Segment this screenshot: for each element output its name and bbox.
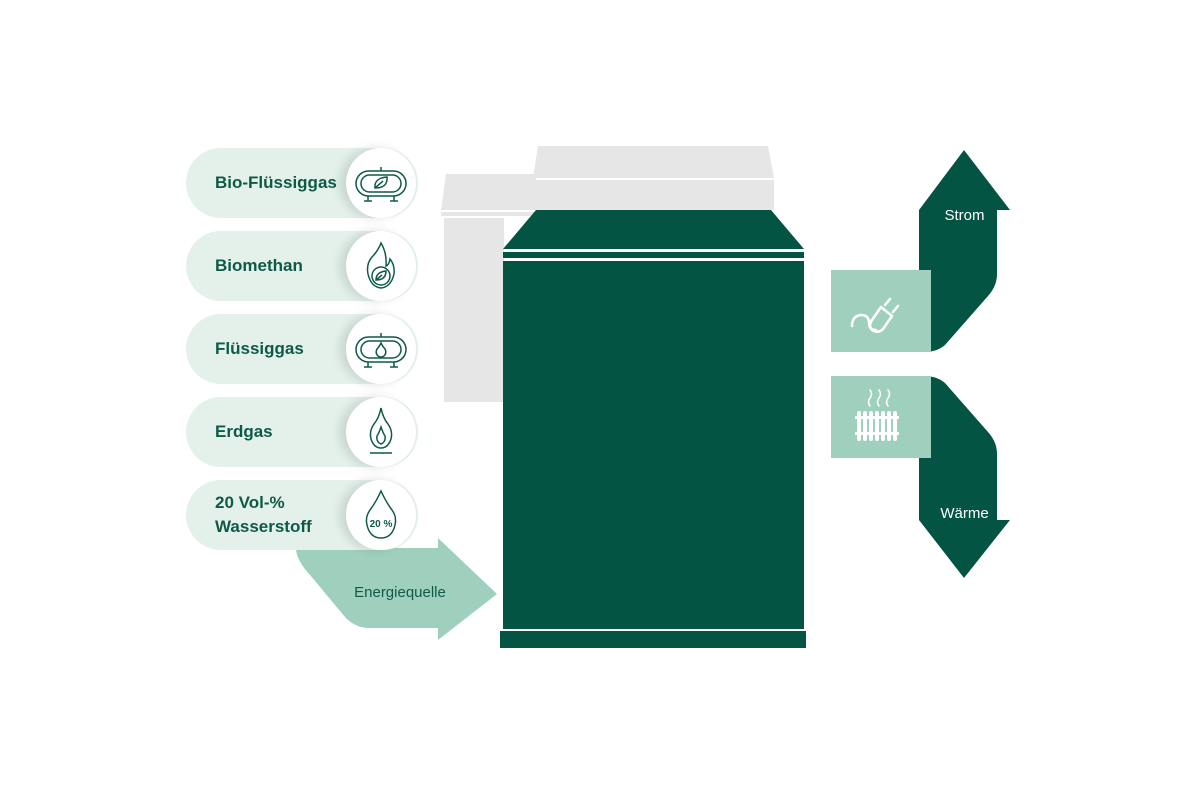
- source-pill-erdgas: Erdgas: [186, 397, 418, 467]
- electricity-label: Strom: [944, 207, 985, 224]
- source-label: 20 Vol-% Wasserstoff: [215, 493, 312, 536]
- source-label: Biomethan: [215, 256, 303, 275]
- flame-icon: [346, 397, 416, 467]
- source-label: Erdgas: [215, 422, 273, 441]
- radiator-icon: [855, 389, 899, 441]
- source-pill-wasserstoff: 20 Vol-% Wasserstoff 20 %: [186, 480, 418, 550]
- source-label: Flüssiggas: [215, 339, 304, 358]
- drop-20-percent-icon: 20 %: [346, 480, 416, 550]
- power-unit: [500, 210, 806, 648]
- drop-percent-text: 20 %: [370, 519, 393, 530]
- electricity-output: [831, 150, 1010, 352]
- flame-leaf-icon: [346, 231, 416, 301]
- tank-flame-icon: [346, 314, 416, 384]
- source-pill-fluessiggas: Flüssiggas: [186, 314, 418, 384]
- energy-source-label: Energiequelle: [354, 584, 446, 601]
- source-pill-bio-fluessiggas: Bio-Flüssiggas: [186, 148, 418, 218]
- source-label: Bio-Flüssiggas: [215, 173, 337, 192]
- heat-label: Wärme: [940, 505, 989, 522]
- tank-leaf-icon: [346, 148, 416, 218]
- grey-back-unit: [441, 146, 774, 402]
- heat-output: [831, 376, 1010, 578]
- energy-source-arrow: [296, 538, 497, 640]
- source-pill-biomethan: Biomethan: [186, 231, 418, 301]
- plug-icon: [850, 297, 900, 333]
